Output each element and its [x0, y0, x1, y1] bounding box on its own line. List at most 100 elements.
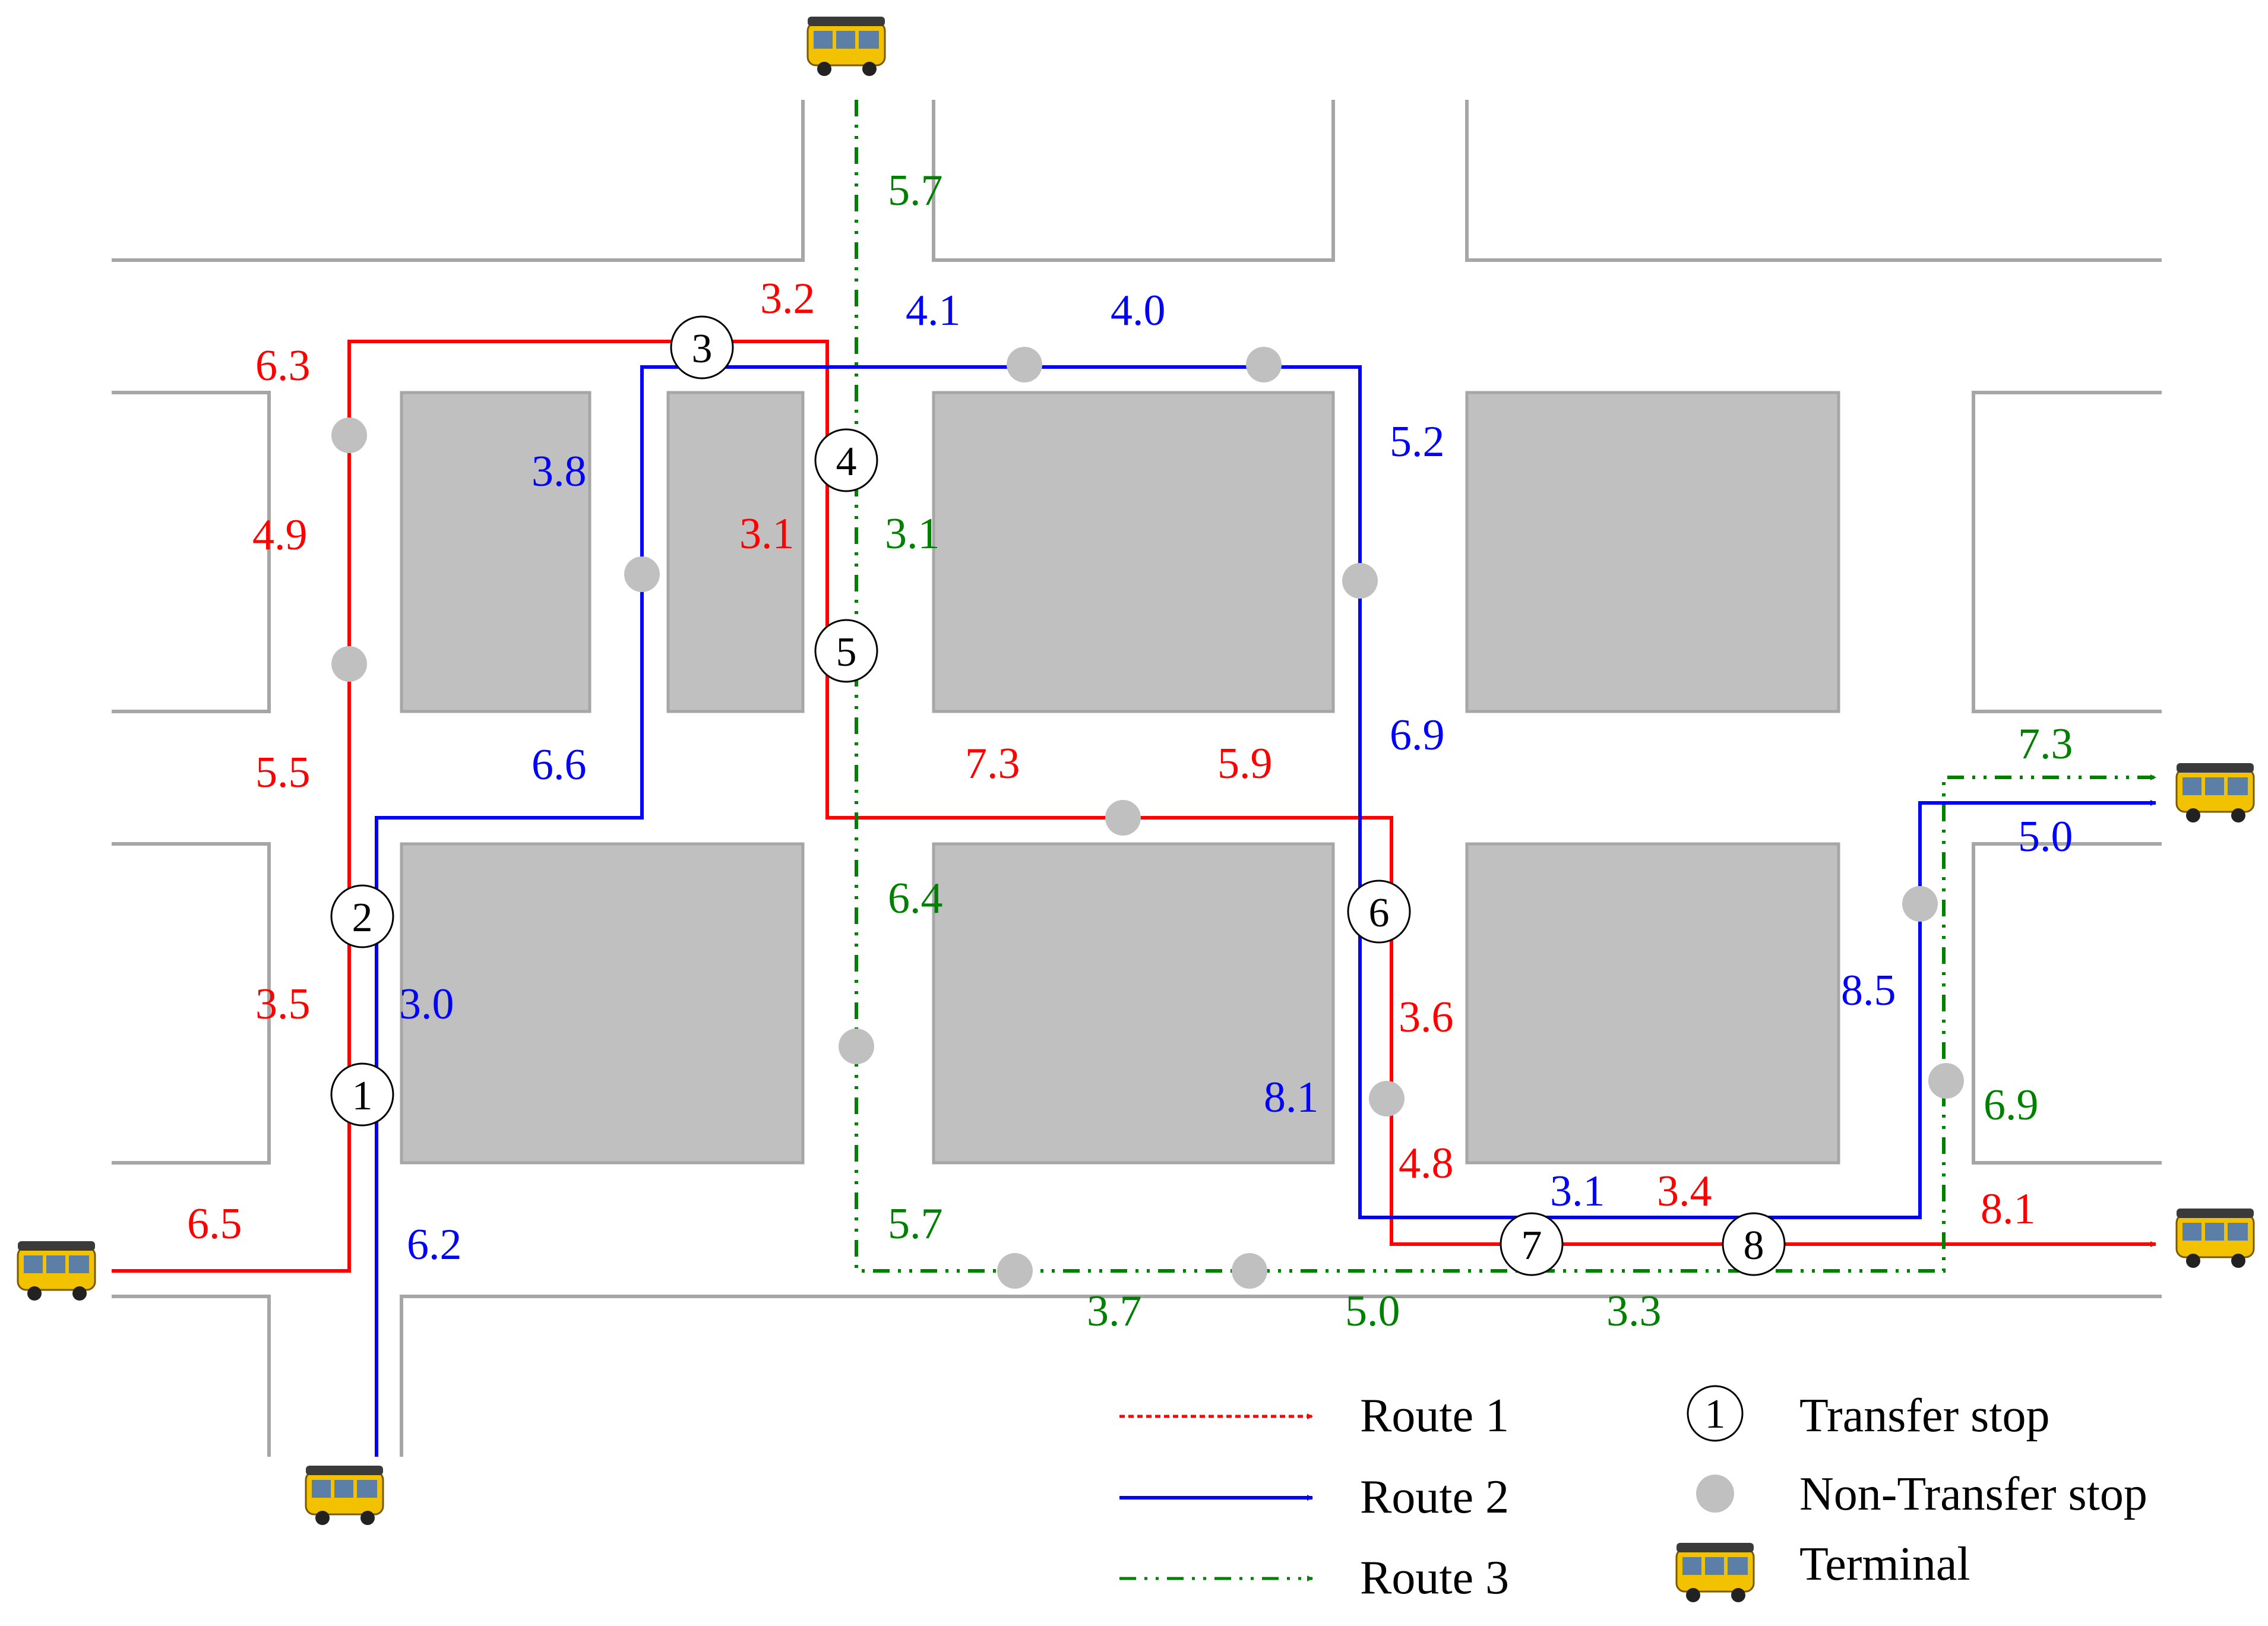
route-1-label: 3.2	[760, 274, 815, 323]
route-3-labels: 5.7 3.1 6.4 5.7 3.7 5.0 3.3 6.9 7.3	[885, 166, 2073, 1336]
city-block	[1465, 842, 1840, 1165]
route-1-label: 3.5	[255, 980, 311, 1029]
transfer-stop-3: 3	[670, 315, 734, 379]
route-2-label: 4.0	[1111, 286, 1166, 335]
city-blocks	[400, 391, 1840, 1165]
city-block	[400, 391, 591, 713]
transfer-stop-7: 7	[1500, 1212, 1564, 1276]
road-edge	[1972, 842, 2162, 1165]
route-2-labels: 3.8 6.6 3.0 6.2 4.1 4.0 5.2 6.9 8.1 3.1 …	[399, 286, 2073, 1269]
route-1-label: 3.4	[1657, 1167, 1712, 1216]
route-1-label: 5.5	[255, 748, 311, 797]
legend-non-transfer-stop-symbol	[1696, 1475, 1734, 1513]
route-1-label: 4.8	[1399, 1139, 1454, 1188]
transfer-stop-6: 6	[1347, 880, 1411, 944]
route-2-label: 3.1	[1550, 1167, 1605, 1216]
route-2-label: 5.2	[1390, 417, 1445, 466]
route-2-label: 6.2	[407, 1220, 462, 1269]
route-3-label: 3.3	[1606, 1287, 1662, 1336]
route-3-label: 6.4	[888, 874, 943, 923]
route-3-label: 3.1	[885, 510, 940, 558]
route-2-label: 3.0	[399, 980, 454, 1029]
route-3-label: 6.9	[1984, 1081, 2039, 1130]
transfer-stop-label: 6	[1369, 890, 1390, 936]
transfer-stop-label: 8	[1744, 1223, 1764, 1268]
route-3-label: 7.3	[2018, 720, 2073, 768]
bus-icon	[1675, 1543, 1755, 1602]
route-1-label: 8.1	[1981, 1185, 2036, 1233]
route-2-label: 5.0	[2018, 812, 2073, 861]
city-block	[400, 842, 805, 1165]
city-block	[932, 842, 1335, 1165]
non-transfer-stop	[1246, 347, 1282, 382]
non-transfer-stop	[1902, 886, 1938, 922]
non-transfer-stops	[331, 347, 1964, 1289]
route-1-label: 6.5	[187, 1200, 242, 1248]
route-3-label: 5.7	[888, 1200, 943, 1248]
city-block	[666, 391, 805, 713]
legend-non-transfer-stop-label: Non-Transfer stop	[1799, 1468, 2147, 1520]
route-3-path	[855, 100, 2156, 1273]
non-transfer-stop	[1928, 1063, 1964, 1099]
legend-transfer-stop-label: Transfer stop	[1799, 1390, 2049, 1442]
city-block	[1465, 391, 1840, 713]
transfer-stop-4: 4	[814, 428, 878, 492]
bus-icon	[806, 17, 886, 76]
road-edge	[112, 842, 271, 1165]
road-edge	[932, 100, 1335, 262]
transfer-stop-1: 1	[330, 1062, 394, 1127]
route-1-labels: 6.3 4.9 5.5 3.5 6.5 3.2 3.1 7.3 5.9 3.6 …	[187, 274, 2036, 1248]
road-edge	[1972, 391, 2162, 713]
bus-icon	[17, 1241, 96, 1301]
route-3-label: 5.7	[888, 166, 943, 215]
legend-route-3-label: Route 3	[1360, 1552, 1509, 1604]
transfer-stop-2: 2	[330, 884, 394, 948]
route-2-label: 4.1	[906, 286, 961, 335]
route-1-label: 3.1	[739, 510, 795, 558]
route-1-label: 4.9	[252, 511, 308, 559]
terminals	[17, 17, 2255, 1525]
route-2-path	[375, 365, 2156, 1457]
non-transfer-stop	[331, 646, 367, 682]
road-edge	[112, 391, 271, 713]
transfer-stop-8: 8	[1722, 1212, 1786, 1276]
route-1-label: 7.3	[965, 739, 1020, 788]
non-transfer-stop	[624, 556, 660, 592]
road-outlines	[112, 100, 2162, 1457]
transfer-stop-label: 7	[1522, 1223, 1542, 1268]
transfer-stop-label: 5	[836, 629, 857, 675]
non-transfer-stop	[1007, 347, 1042, 382]
non-transfer-stop	[1232, 1253, 1267, 1289]
route-3-label: 5.0	[1345, 1287, 1400, 1336]
legend-route-1-label: Route 1	[1360, 1390, 1509, 1442]
legend: Route 1 Route 2 Route 3 1 Transfer stop …	[1119, 1385, 2147, 1604]
bus-icon	[305, 1466, 384, 1525]
transfer-stop-label: 1	[352, 1073, 373, 1119]
legend-terminal-label: Terminal	[1799, 1538, 1970, 1590]
legend-transfer-stop-symbol: 1	[1687, 1385, 1744, 1442]
non-transfer-stop	[1105, 800, 1141, 836]
road-edge	[1465, 100, 2162, 262]
non-transfer-stop	[997, 1253, 1033, 1289]
route-2-label: 8.1	[1264, 1073, 1319, 1122]
bus-icon	[2175, 763, 2255, 823]
non-transfer-stop	[331, 417, 367, 453]
road-edge	[112, 1295, 271, 1457]
transfer-stop-5: 5	[814, 619, 878, 683]
route-2-label: 6.6	[532, 741, 587, 789]
transfer-stop-label: 4	[836, 439, 857, 485]
route-3-label: 3.7	[1087, 1287, 1142, 1336]
bus-icon	[2175, 1209, 2255, 1268]
city-block	[932, 391, 1335, 713]
transfer-stop-label: 3	[692, 326, 713, 372]
legend-route-2-label: Route 2	[1360, 1471, 1509, 1523]
route-2-label: 3.8	[532, 447, 587, 496]
route-1-label: 5.9	[1217, 739, 1273, 788]
non-transfer-stop	[1342, 563, 1378, 599]
route-1-label: 6.3	[255, 341, 311, 390]
road-edge	[400, 1295, 2162, 1457]
transfer-stop-label: 2	[352, 895, 373, 941]
road-edge	[112, 100, 805, 262]
transfer-stops: 1 2 3 4 5 6 7 8	[330, 315, 1786, 1276]
